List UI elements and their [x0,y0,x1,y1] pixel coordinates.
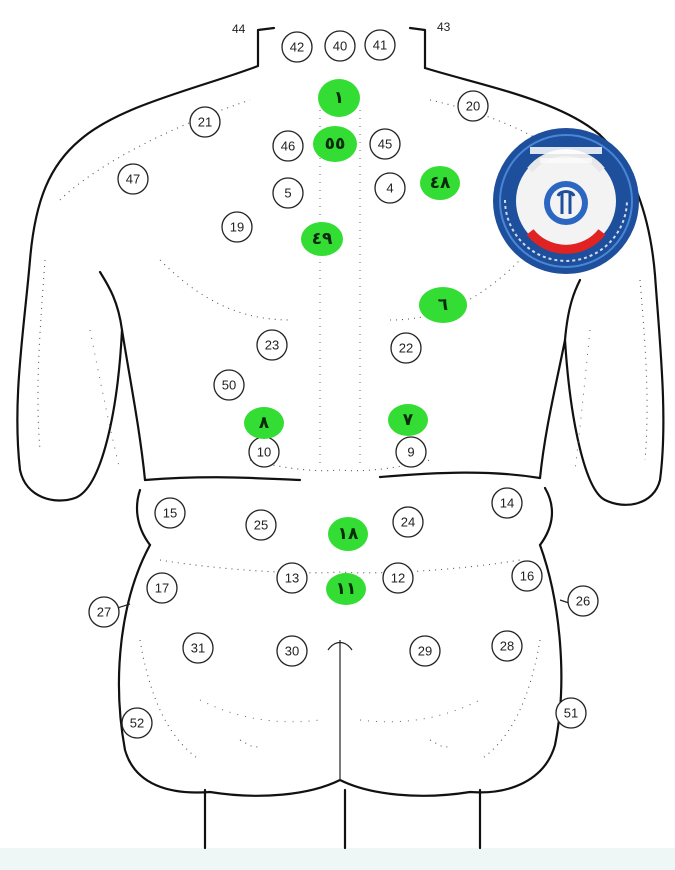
svg-text:٥٥: ٥٥ [325,134,346,154]
open-point-45: 45 [370,129,400,159]
open-point-41: 41 [365,30,395,60]
open-point-30: 30 [277,636,307,666]
svg-text:31: 31 [191,641,205,656]
green-point-8: ٨ [244,407,284,439]
svg-text:٧: ٧ [403,410,414,430]
open-point-21: 21 [190,107,220,137]
open-point-22: 22 [391,333,421,363]
green-point-6: ٦ [419,287,467,323]
open-point-42: 42 [282,32,312,62]
green-point-18: ١٨ [328,517,368,551]
open-point-19: 19 [222,212,252,242]
open-point-14: 14 [492,488,522,518]
svg-text:٤٩: ٤٩ [312,229,333,249]
open-point-29: 29 [410,636,440,666]
svg-text:١١: ١١ [336,579,357,599]
svg-text:21: 21 [198,115,212,130]
svg-text:20: 20 [466,99,480,114]
open-point-24: 24 [393,507,423,537]
svg-text:13: 13 [285,571,299,586]
svg-text:51: 51 [564,706,578,721]
svg-text:16: 16 [520,569,534,584]
open-point-23: 23 [257,330,287,360]
open-point-27: 27 [89,597,119,627]
svg-text:52: 52 [130,716,144,731]
svg-text:12: 12 [391,571,405,586]
svg-text:50: 50 [222,378,236,393]
svg-text:٦: ٦ [438,295,448,315]
svg-text:46: 46 [281,139,295,154]
svg-text:9: 9 [407,445,414,460]
open-point-46: 46 [273,131,303,161]
svg-text:30: 30 [285,644,299,659]
green-point-7: ٧ [388,404,428,436]
svg-text:29: 29 [418,644,432,659]
open-point-47: 47 [118,164,148,194]
open-point-17: 17 [147,573,177,603]
label-44: 44 [232,22,246,36]
svg-text:23: 23 [265,338,279,353]
open-point-10: 10 [249,437,279,467]
open-point-40: 40 [325,31,355,61]
svg-text:24: 24 [401,515,415,530]
green-point-48: ٤٨ [420,166,460,200]
open-point-9: 9 [396,437,426,467]
svg-text:٤٨: ٤٨ [430,173,451,193]
green-point-11: ١١ [326,573,366,605]
label-43: 43 [437,20,451,34]
open-point-28: 28 [492,631,522,661]
svg-text:5: 5 [284,186,291,201]
open-point-12: 12 [383,563,413,593]
svg-text:45: 45 [378,137,392,152]
open-point-20: 20 [458,91,488,121]
svg-text:25: 25 [254,518,268,533]
svg-text:14: 14 [500,496,514,511]
open-point-5: 5 [273,178,303,208]
open-point-25: 25 [246,510,276,540]
open-point-52: 52 [122,708,152,738]
svg-text:27: 27 [97,605,111,620]
open-point-16: 16 [512,561,542,591]
open-point-15: 15 [155,498,185,528]
svg-text:28: 28 [500,639,514,654]
open-point-26: 26 [568,586,598,616]
svg-text:١: ١ [334,88,344,108]
open-point-31: 31 [183,633,213,663]
svg-text:40: 40 [333,39,347,54]
svg-text:10: 10 [257,445,271,460]
open-point-4: 4 [375,173,405,203]
svg-text:41: 41 [373,38,387,53]
svg-text:22: 22 [399,341,413,356]
green-point-1: ١ [318,79,360,117]
open-point-51: 51 [556,698,586,728]
svg-text:15: 15 [163,506,177,521]
svg-text:٨: ٨ [259,413,270,433]
svg-text:١٨: ١٨ [338,524,359,544]
svg-text:17: 17 [155,581,169,596]
svg-text:19: 19 [230,220,244,235]
medical-emblem-icon [493,128,639,274]
svg-text:42: 42 [290,40,304,55]
open-point-13: 13 [277,563,307,593]
green-point-49: ٤٩ [301,222,343,256]
svg-text:4: 4 [386,181,393,196]
green-point-55: ٥٥ [313,126,357,162]
svg-text:47: 47 [126,172,140,187]
svg-text:26: 26 [576,594,590,609]
open-point-50: 50 [214,370,244,400]
